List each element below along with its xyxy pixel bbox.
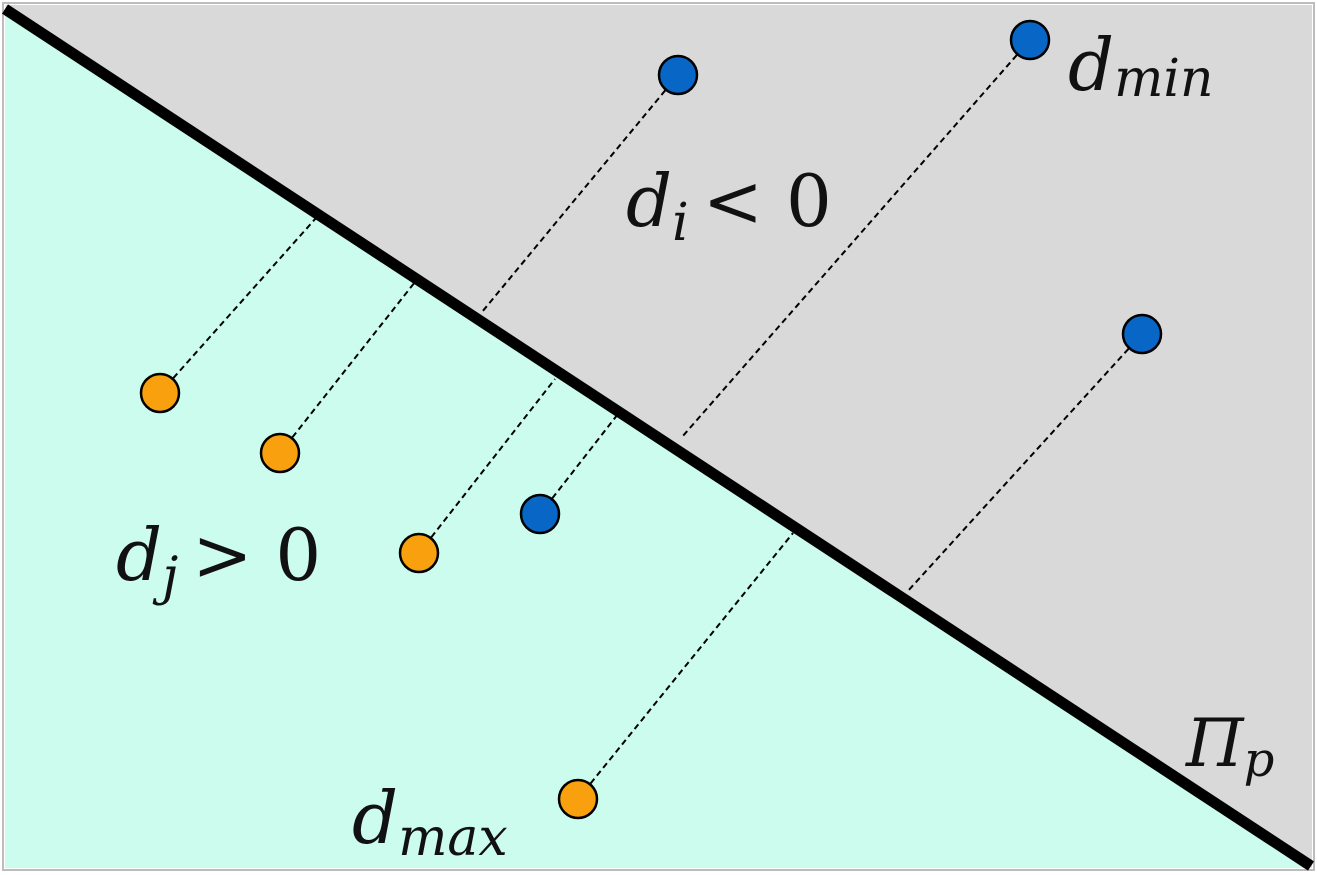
negative-point xyxy=(519,493,561,535)
label-d-max: dmax xyxy=(352,776,508,868)
label-d-j-base: d xyxy=(116,513,162,597)
projection-line xyxy=(279,281,416,454)
label-d-i: di< 0 xyxy=(626,159,832,253)
projection-line xyxy=(418,378,556,554)
negative-point-d-min xyxy=(1009,19,1051,61)
projection-line xyxy=(681,39,1031,438)
label-d-j-relation: > 0 xyxy=(192,513,321,597)
label-d-max-sub: max xyxy=(398,808,508,868)
negative-point xyxy=(1121,313,1163,355)
label-d-i-base: d xyxy=(626,159,672,243)
projection-lines xyxy=(159,39,1143,800)
plane-line xyxy=(1,4,1315,871)
label-d-i-sub: i xyxy=(672,193,689,253)
projection-line xyxy=(481,74,679,313)
projection-line xyxy=(539,413,619,515)
projection-line xyxy=(906,333,1143,593)
negative-point xyxy=(657,54,699,96)
positive-point xyxy=(259,432,301,474)
projection-line xyxy=(159,217,317,394)
label-d-min: dmin xyxy=(1068,23,1214,109)
label-plane-sub: p xyxy=(1244,732,1275,788)
positive-point xyxy=(139,372,181,414)
projection-line xyxy=(577,532,794,800)
label-d-min-sub: min xyxy=(1114,49,1213,109)
label-plane-base: Π xyxy=(1185,705,1245,782)
label-d-i-relation: < 0 xyxy=(703,159,832,243)
positive-point-d-max xyxy=(557,778,599,820)
label-d-min-base: d xyxy=(1068,23,1114,107)
label-d-max-base: d xyxy=(352,776,398,860)
label-d-j: dj> 0 xyxy=(116,513,321,607)
positive-point xyxy=(398,532,440,574)
label-plane: Πp xyxy=(1185,705,1274,788)
points xyxy=(139,19,1163,820)
